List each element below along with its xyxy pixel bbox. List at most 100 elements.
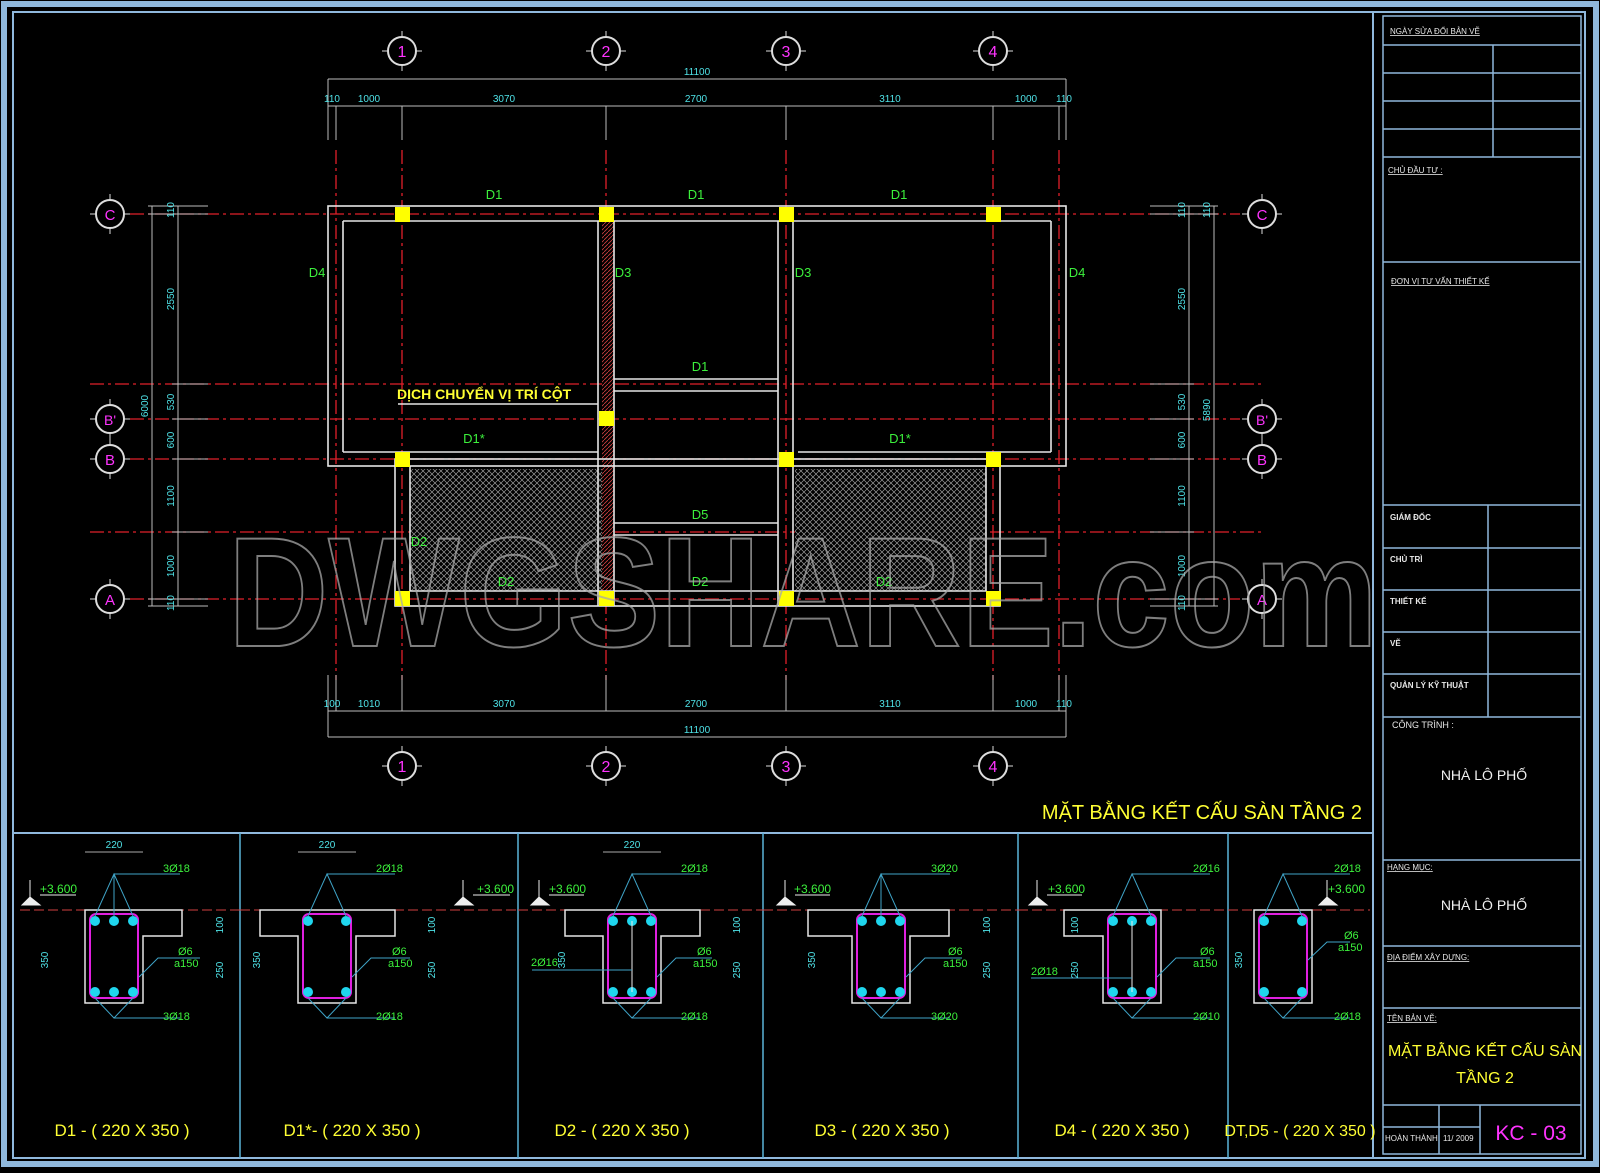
bottom-dim-2: 3070: [493, 699, 516, 710]
svg-text:2Ø18: 2Ø18: [1334, 1011, 1361, 1023]
svg-text:a150: a150: [1193, 958, 1217, 970]
grid-bubble-bottom-2: 2: [586, 746, 626, 786]
left-dim-2: 530: [166, 393, 177, 410]
beam-label-d2-vertical: D2: [411, 534, 428, 549]
svg-text:B': B': [104, 412, 116, 428]
right-dim-2: 2550: [1177, 287, 1188, 310]
svg-text:1: 1: [398, 44, 407, 61]
svg-text:350: 350: [807, 951, 818, 968]
project-value: NHÀ LÔ PHỐ: [1441, 766, 1527, 783]
svg-text:2Ø18: 2Ø18: [681, 1011, 708, 1023]
svg-text:4: 4: [989, 44, 998, 61]
left-dim-6: 110: [166, 595, 177, 611]
top-dim-0: 110: [324, 94, 340, 105]
svg-text:220: 220: [319, 840, 336, 851]
project-label: CÔNG TRÌNH :: [1392, 720, 1454, 730]
top-dim-5: 1000: [1015, 94, 1038, 105]
svg-text:a150: a150: [693, 958, 717, 970]
bottom-dim-0: 100: [324, 699, 341, 710]
bottom-dim-6: 110: [1056, 699, 1072, 710]
svg-text:3Ø18: 3Ø18: [163, 1011, 190, 1023]
role-director: GIÁM ĐỐC: [1390, 512, 1431, 522]
right-dim-5: 1100: [1177, 485, 1188, 507]
left-dim-3: 600: [166, 431, 177, 448]
svg-text:Ø6: Ø6: [178, 946, 193, 958]
right-dim-3: 530: [1177, 393, 1188, 410]
svg-text:220: 220: [106, 840, 123, 851]
section-caption: D1 - ( 220 X 350 ): [54, 1121, 189, 1140]
columns: [395, 207, 1001, 606]
svg-text:2Ø10: 2Ø10: [1193, 1011, 1220, 1023]
svg-text:B': B': [1256, 412, 1268, 428]
revision-label: NGÀY SỬA ĐỔI BẢN VẼ: [1390, 27, 1480, 36]
right-dim-total: 5890: [1202, 398, 1213, 421]
role-lead: CHỦ TRÌ: [1390, 555, 1422, 564]
svg-text:+3.600: +3.600: [1328, 882, 1365, 896]
grid-bubble-right-b-prime: B': [1242, 399, 1282, 439]
section-dividers: [239, 833, 1229, 1158]
svg-text:+3.600: +3.600: [794, 882, 831, 896]
item-label: HẠNG MỤC:: [1387, 863, 1433, 872]
svg-text:250: 250: [1070, 961, 1081, 978]
svg-text:A: A: [1257, 592, 1267, 609]
svg-text:+3.600: +3.600: [477, 882, 514, 896]
title-block: NGÀY SỬA ĐỔI BẢN VẼ CHỦ ĐẦU TƯ : ĐƠN VỊ …: [1382, 15, 1582, 1155]
role-designer: THIẾT KẾ: [1390, 596, 1427, 606]
svg-text:a150: a150: [1338, 942, 1362, 954]
svg-text:250: 250: [427, 961, 438, 978]
svg-text:350: 350: [40, 951, 51, 968]
grid-bubble-bottom-3: 3: [766, 746, 806, 786]
beam-label-right: D4: [1069, 265, 1086, 280]
section-caption: D2 - ( 220 X 350 ): [554, 1121, 689, 1140]
svg-text:A: A: [105, 592, 115, 609]
bottom-dim-total: 11100: [684, 725, 711, 736]
svg-text:350: 350: [1234, 951, 1245, 968]
section-d3: 3Ø20 3Ø20 Ø6 a150 +3.600 350 100 250 D3 …: [763, 863, 1018, 1140]
svg-text:1: 1: [398, 759, 407, 776]
grid-bubble-top-1: 1: [382, 31, 422, 71]
right-dim-0: 110: [1177, 202, 1188, 218]
svg-text:350: 350: [252, 951, 263, 968]
svg-text:100: 100: [732, 916, 743, 933]
left-dim-4: 1100: [166, 485, 177, 507]
svg-text:Ø6: Ø6: [948, 946, 963, 958]
beam-label-d1-star-right: D1*: [889, 431, 911, 446]
bottom-dim-4: 3110: [879, 699, 901, 710]
top-dim-4: 3110: [879, 94, 901, 105]
section-dt-d5: 2Ø18 2Ø18 Ø6 a150 +3.600 350 DT,D5 - ( 2…: [1224, 863, 1375, 1140]
item-value: NHÀ LÔ PHỐ: [1441, 896, 1527, 913]
right-dim-6: 1000: [1177, 554, 1188, 577]
right-dim-4: 600: [1177, 431, 1188, 448]
grid-bubble-left-a: A: [90, 579, 130, 619]
right-dim-1: 110: [1202, 202, 1213, 218]
grid-bubble-top-2: 2: [586, 31, 626, 71]
right-dimension-texts: 110 110 2550 530 5890 600 1100 1000 110: [1177, 202, 1213, 611]
top-dim-1: 1000: [358, 94, 381, 105]
drawing-name-label: TÊN BẢN VẼ:: [1387, 1014, 1437, 1023]
svg-text:2Ø18: 2Ø18: [1031, 966, 1058, 978]
svg-text:Ø6: Ø6: [392, 946, 407, 958]
beam-label-top-1: D1: [486, 187, 503, 202]
svg-text:3Ø20: 3Ø20: [931, 863, 958, 875]
left-dim-1: 2550: [166, 287, 177, 310]
hatched-slab-panels: [410, 220, 986, 606]
plan-title: MẶT BẰNG KẾT CẤU SÀN TẦNG 2: [1042, 800, 1362, 824]
grid-bubble-left-b: B: [90, 439, 130, 479]
svg-text:Ø6: Ø6: [697, 946, 712, 958]
top-dim-2: 3070: [493, 94, 516, 105]
svg-text:2Ø18: 2Ø18: [681, 863, 708, 875]
svg-text:a150: a150: [943, 958, 967, 970]
drawing-name-line2: TẦNG 2: [1456, 1068, 1514, 1087]
location-label: ĐỊA ĐIỂM XÂY DỰNG:: [1387, 953, 1469, 962]
section-caption: D3 - ( 220 X 350 ): [814, 1121, 949, 1140]
top-dimension-texts: 11100 110 1000 3070 2700 3110 1000 110: [324, 67, 1072, 105]
beam-label-d3-a: D3: [615, 265, 632, 280]
bottom-dimension-texts: 100 1010 3070 2700 3110 1000 110 11100: [324, 699, 1073, 736]
svg-text:100: 100: [215, 916, 226, 933]
svg-text:+3.600: +3.600: [1048, 882, 1085, 896]
bottom-dim-3: 2700: [685, 699, 708, 710]
grid-bubble-right-b: B: [1242, 439, 1282, 479]
section-caption: D4 - ( 220 X 350 ): [1054, 1121, 1189, 1140]
grid-bubbles: 1 2 3 4 1 2 3 4 C B' B A C B' B A: [90, 31, 1282, 786]
